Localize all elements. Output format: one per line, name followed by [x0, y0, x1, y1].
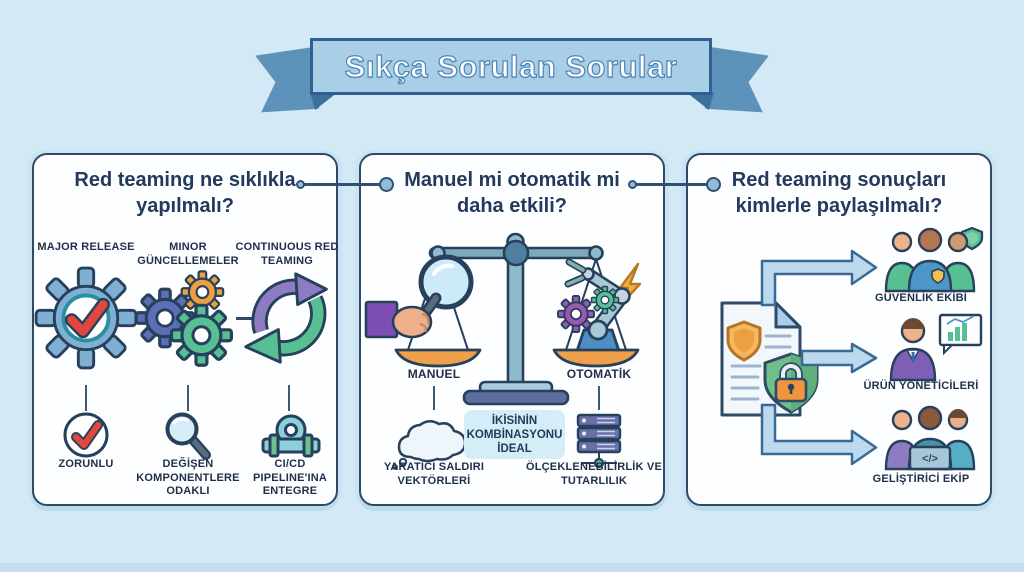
server-stack-icon — [576, 413, 622, 469]
lock-shield-icon — [763, 352, 819, 414]
verdict-box: İKİSİNİN KOMBİNASYONU İDEAL — [464, 410, 565, 459]
arrow-to-product-icon — [800, 342, 878, 374]
trigger-label-continuous: CONTINUOUS RED TEAMING — [235, 241, 339, 267]
question-sharing: Red teaming sonuçları kimlerle paylaşılm… — [731, 169, 947, 217]
robot-arm-icon — [557, 258, 642, 356]
connector-line-2 — [633, 183, 712, 186]
stem-manuel — [433, 386, 435, 410]
trigger-label-major: MAJOR RELEASE — [37, 241, 135, 253]
magnifier-icon — [165, 412, 211, 460]
gears-trio-icon — [134, 270, 233, 367]
arrow-to-developer-icon — [760, 403, 878, 466]
card-frequency: Red teaming ne sıklıkla yapılmalı? MAJOR… — [32, 153, 338, 506]
ribbon-band: Sıkça Sorulan Sorular — [310, 38, 712, 95]
pipeline-icon — [261, 414, 321, 458]
result-label-cicd: CI/CD PIPELINE'INA ENTEGRE — [252, 458, 328, 497]
stem-minor — [187, 385, 189, 411]
product-manager-icon — [889, 313, 983, 382]
security-team-icon — [884, 226, 984, 293]
orange-shield-icon — [726, 320, 762, 362]
hand-magnifier-icon — [364, 254, 474, 339]
ribbon-fold-right-icon — [705, 47, 769, 115]
option-label-manuel: MANUEL — [407, 367, 461, 381]
question-frequency: Red teaming ne sıklıkla yapılmalı? — [74, 169, 296, 217]
recipient-label-developer: GELİŞTİRİCİ EKİP — [872, 473, 970, 485]
banner-title: Sıkça Sorulan Sorular — [344, 48, 678, 84]
icon-link-dash-2 — [236, 317, 252, 320]
bottom-accent-strip — [0, 563, 1024, 572]
benefit-label-manuel: YARATICI SALDIRI VEKTÖRLERİ — [383, 461, 485, 487]
result-label-zorunlu: ZORUNLU — [58, 458, 114, 470]
question-method: Manuel mi otomatik mi daha etkili? — [404, 169, 620, 217]
cycle-arrows-icon — [244, 272, 328, 364]
option-label-otomatik: OTOMATİK — [566, 367, 632, 381]
stem-continuous — [288, 385, 290, 411]
connector-dot-small-1 — [296, 180, 305, 189]
benefit-label-otomatik: ÖLÇEKLENEBİLİRLİK VE TUTARLILIK — [525, 461, 662, 487]
stem-otomatik — [598, 386, 600, 410]
connector-dot-large-1 — [379, 177, 394, 192]
arrow-to-security-icon — [760, 249, 878, 307]
gear-check-icon — [34, 266, 138, 370]
balance-scale-icon — [364, 232, 642, 406]
thought-cloud-icon — [392, 420, 467, 470]
code-glyph: </> — [922, 453, 938, 465]
connector-dot-large-2 — [706, 177, 721, 192]
trigger-label-minor: MINOR GÜNCELLEMELER — [137, 241, 239, 267]
card-method: Manuel mi otomatik mi daha etkili? — [359, 153, 665, 506]
check-circle-icon — [63, 412, 109, 458]
report-document-shield-icon — [720, 301, 819, 417]
connector-line-1 — [303, 183, 385, 186]
developer-team-icon: </> — [884, 405, 976, 471]
recipient-label-security: GÜVENLİK EKİBİ — [874, 292, 968, 304]
connector-dot-small-2 — [628, 180, 637, 189]
laptop-icon — [908, 445, 952, 471]
recipient-label-product: ÜRÜN YÖNETİCİLERİ — [863, 380, 979, 392]
result-label-degisen: DEĞİŞEN KOMPONENTLERE ODAKLI — [136, 458, 240, 497]
card-sharing: Red teaming sonuçları kimlerle paylaşılm… — [686, 153, 992, 506]
stem-major — [85, 385, 87, 411]
